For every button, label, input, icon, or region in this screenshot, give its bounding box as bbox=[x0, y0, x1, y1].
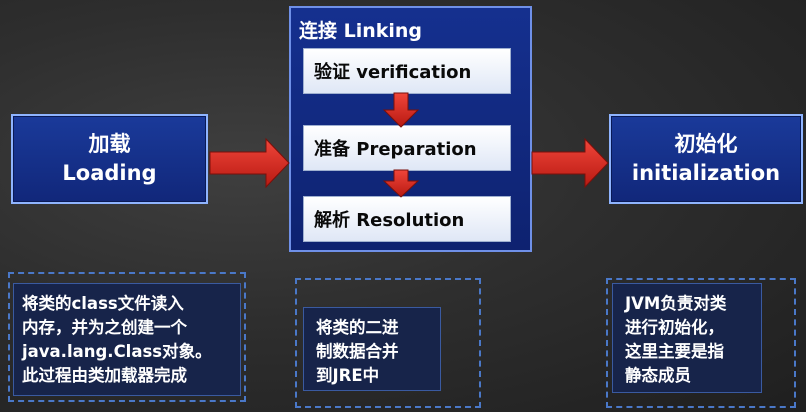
linking-note-line: 将类的二进 bbox=[316, 318, 399, 337]
initialization-note-line: JVM负责对类 bbox=[625, 294, 727, 313]
loading-note-line: java.lang.Class对象。 bbox=[22, 342, 212, 361]
arrow-loading-to-linking bbox=[209, 137, 290, 189]
initialization-note-frame bbox=[606, 278, 796, 408]
loading-note-line: 将类的class文件读入 bbox=[22, 294, 184, 313]
loading-note-line: 内存，并为之创建一个 bbox=[22, 318, 187, 337]
preparation-label: 准备 Preparation bbox=[314, 139, 477, 160]
initialization-label-en: initialization bbox=[631, 161, 781, 185]
linking-note-line: 到JRE中 bbox=[316, 366, 380, 385]
initialization-box: 初始化 initialization bbox=[609, 114, 803, 204]
verification-label: 验证 verification bbox=[314, 62, 472, 83]
loading-note: 将类的class文件读入 内存，并为之创建一个 java.lang.Class对… bbox=[13, 283, 241, 396]
linking-note: 将类的二进 制数据合并 到JRE中 bbox=[303, 307, 441, 391]
loading-note-frame bbox=[8, 272, 246, 402]
linking-note-frame bbox=[295, 278, 481, 408]
loading-label-cn: 加载 bbox=[88, 132, 131, 156]
initialization-note-line: 静态成员 bbox=[625, 366, 691, 385]
resolution-label: 解析 Resolution bbox=[314, 210, 465, 231]
linking-note-line: 制数据合并 bbox=[316, 342, 399, 361]
loading-label-en: Loading bbox=[62, 161, 157, 185]
preparation-box: 准备 Preparation bbox=[303, 125, 511, 171]
loading-note-line: 此过程由类加载器完成 bbox=[22, 366, 187, 385]
resolution-box: 解析 Resolution bbox=[303, 196, 511, 242]
initialization-note-line: 这里主要是指 bbox=[625, 342, 724, 361]
verification-box: 验证 verification bbox=[303, 48, 511, 94]
initialization-note: JVM负责对类 进行初始化， 这里主要是指 静态成员 bbox=[612, 283, 762, 393]
loading-box: 加载 Loading bbox=[11, 114, 208, 204]
initialization-note-line: 进行初始化， bbox=[625, 318, 724, 337]
initialization-label-cn: 初始化 bbox=[674, 132, 738, 156]
arrow-linking-to-initialization bbox=[531, 137, 609, 189]
linking-title: 连接 Linking bbox=[299, 20, 423, 42]
